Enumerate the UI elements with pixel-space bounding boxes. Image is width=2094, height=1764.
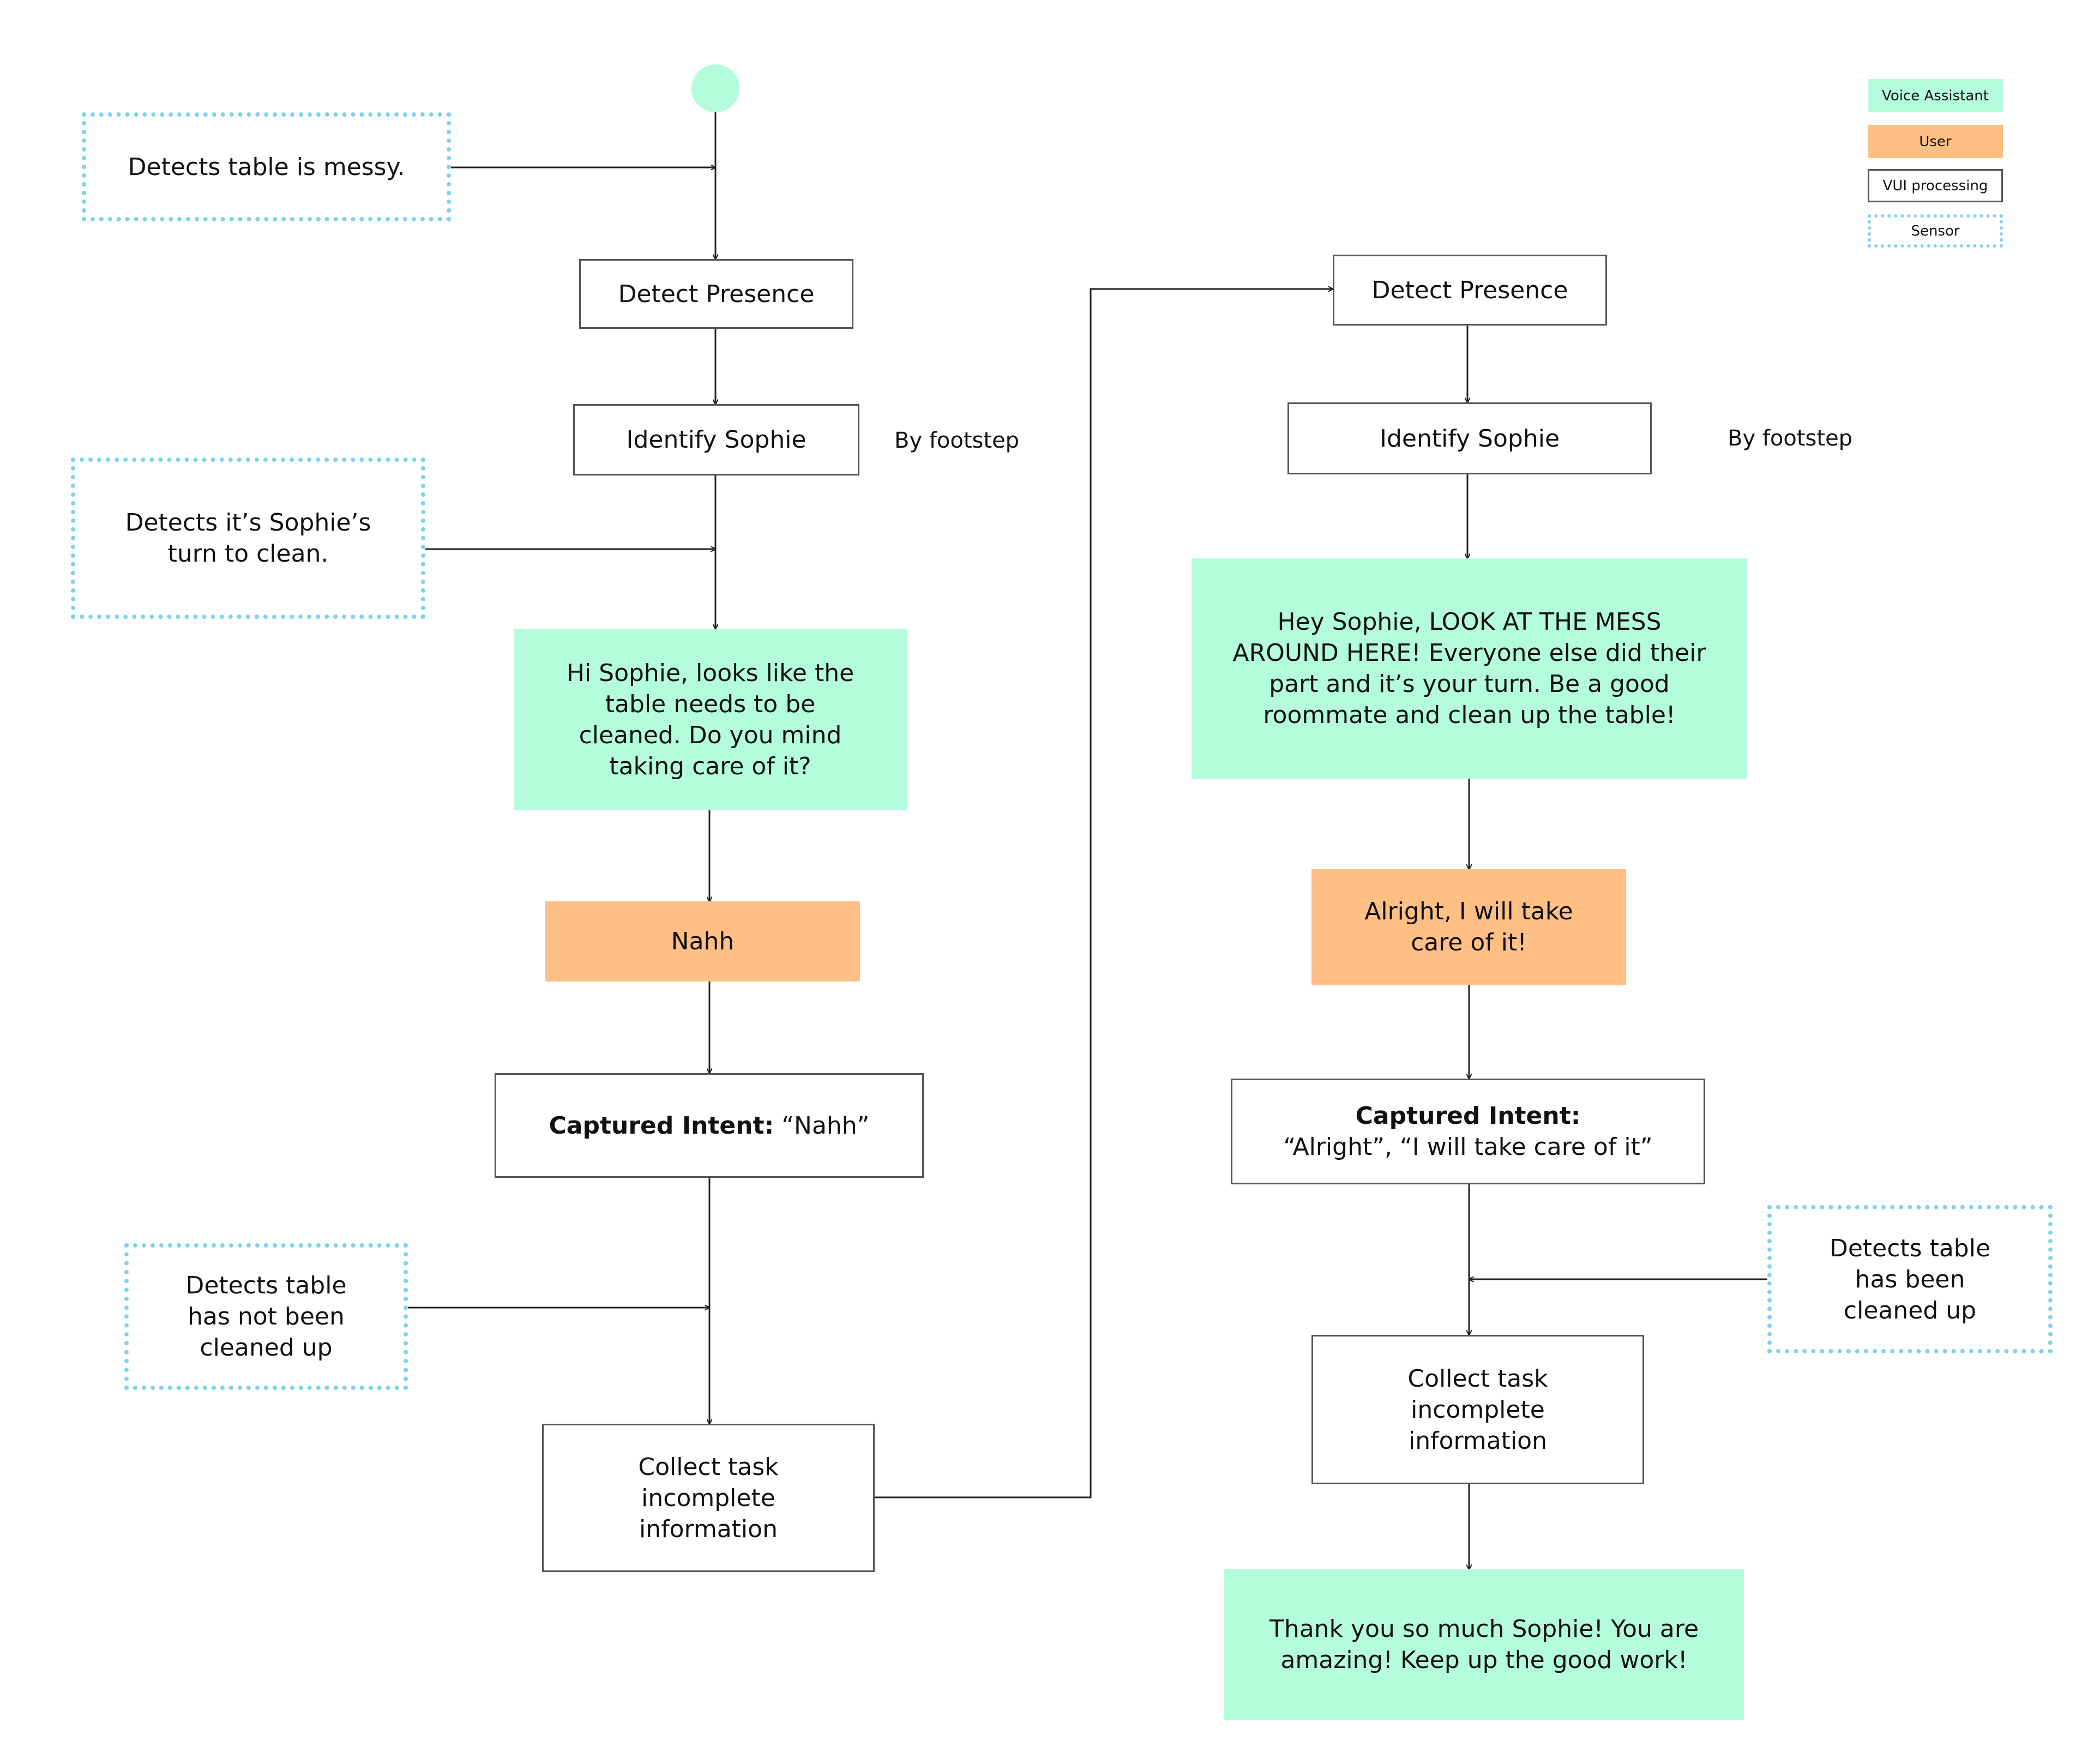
left-by-footstep-note: By footstep <box>894 428 1020 453</box>
right-identify-sophie-text: Identify Sophie <box>1379 424 1560 453</box>
right-user-reply-line: Alright, I will take <box>1364 898 1573 925</box>
left-identify-sophie: Identify Sophie <box>573 404 859 475</box>
right-assistant-prompt-line: part and it’s your turn. Be a good <box>1269 670 1670 698</box>
legend-vui-processing: VUI processing <box>1868 169 2003 202</box>
left-captured-intent: Captured Intent: “Nahh” <box>495 1073 924 1178</box>
sensor-cleaned-line: Detects table <box>1829 1234 1991 1262</box>
left-user-reply-text: Nahh <box>671 928 735 955</box>
left-identify-sophie-text: Identify Sophie <box>626 426 807 454</box>
sensor-sophies-turn-line: Detects it’s Sophie’s <box>125 509 371 537</box>
right-detect-presence-text: Detect Presence <box>1371 276 1568 304</box>
left-intent-label: Captured Intent: <box>549 1111 774 1140</box>
legend-voice-assistant: Voice Assistant <box>1868 79 2003 112</box>
legend-sensor: Sensor <box>1868 214 2003 248</box>
right-assistant-thanks: Thank you so much Sophie! You are amazin… <box>1224 1569 1744 1720</box>
right-assistant-prompt: Hey Sophie, LOOK AT THE MESS AROUND HERE… <box>1192 558 1747 779</box>
sensor-table-messy-text: Detects table is messy. <box>128 153 405 181</box>
right-assistant-prompt-line: Hey Sophie, LOOK AT THE MESS <box>1277 608 1662 636</box>
left-detect-presence-text: Detect Presence <box>618 280 815 308</box>
left-collect-line: incomplete <box>641 1484 775 1512</box>
left-collect-task: Collect task incomplete information <box>542 1424 875 1572</box>
sensor-table-messy: Detects table is messy. <box>82 112 451 221</box>
right-user-reply: Alright, I will take care of it! <box>1311 869 1626 985</box>
right-thanks-line: Thank you so much Sophie! You are <box>1269 1615 1699 1643</box>
right-captured-intent: Captured Intent: “Alright”, “I will take… <box>1231 1079 1705 1184</box>
right-intent-label: Captured Intent: <box>1355 1102 1581 1130</box>
right-intent-value: “Alright”, “I will take care of it” <box>1283 1133 1653 1161</box>
right-assistant-prompt-line: roommate and clean up the table! <box>1263 701 1676 729</box>
sensor-cleaned-line: has been <box>1855 1265 1965 1293</box>
sensor-not-cleaned-line: has not been <box>188 1303 345 1330</box>
sensor-sophies-turn-line: turn to clean. <box>167 540 329 568</box>
right-detect-presence: Detect Presence <box>1333 255 1607 326</box>
left-intent-value: “Nahh” <box>781 1111 870 1140</box>
left-collect-line: Collect task <box>638 1453 779 1481</box>
right-thanks-line: amazing! Keep up the good work! <box>1280 1646 1688 1674</box>
edge-collect-to-right <box>875 289 1333 1498</box>
left-user-reply: Nahh <box>545 901 860 982</box>
right-assistant-prompt-line: AROUND HERE! Everyone else did their <box>1232 639 1706 667</box>
left-collect-line: information <box>639 1515 778 1543</box>
right-collect-line: information <box>1409 1426 1547 1455</box>
sensor-table-not-cleaned: Detects table has not been cleaned up <box>124 1243 408 1390</box>
left-assistant-prompt-line: Hi Sophie, looks like the <box>566 659 855 687</box>
left-detect-presence: Detect Presence <box>579 259 853 329</box>
left-assistant-prompt-line: taking care of it? <box>609 752 811 780</box>
left-assistant-prompt-line: cleaned. Do you mind <box>579 721 842 749</box>
sensor-not-cleaned-line: Detects table <box>185 1272 347 1299</box>
legend-user: User <box>1868 125 2003 158</box>
left-assistant-prompt: Hi Sophie, looks like the table needs to… <box>514 629 907 810</box>
left-assistant-prompt-line: table needs to be <box>605 690 816 718</box>
sensor-not-cleaned-line: cleaned up <box>200 1334 333 1362</box>
right-collect-task: Collect task incomplete information <box>1311 1335 1644 1484</box>
sensor-table-cleaned: Detects table has been cleaned up <box>1767 1205 2053 1353</box>
sensor-sophies-turn: Detects it’s Sophie’s turn to clean. <box>71 457 425 619</box>
right-identify-sophie: Identify Sophie <box>1287 402 1652 474</box>
right-user-reply-line: care of it! <box>1411 929 1527 956</box>
right-by-footstep-note: By footstep <box>1728 426 1853 451</box>
start-node <box>691 64 739 112</box>
right-collect-line: incomplete <box>1411 1395 1545 1424</box>
sensor-cleaned-line: cleaned up <box>1843 1296 1977 1324</box>
right-collect-line: Collect task <box>1407 1364 1548 1393</box>
